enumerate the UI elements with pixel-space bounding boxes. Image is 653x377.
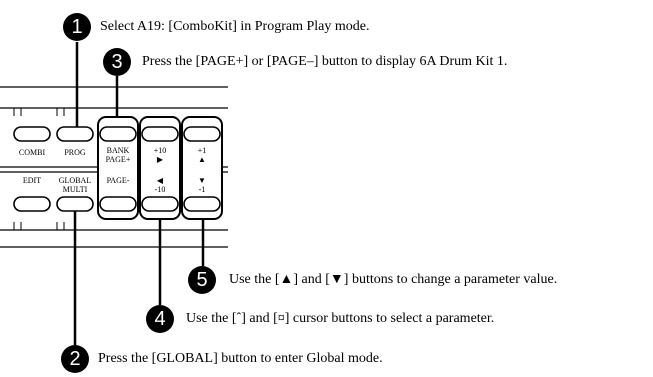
step-2-badge: 2: [61, 345, 89, 373]
up-arrow-icon: ▲: [198, 155, 206, 164]
combi-label: COMBI: [18, 148, 46, 157]
plus1-label: +1: [197, 146, 207, 155]
step-5-text: Use the [▲] and [▼] buttons to change a …: [229, 272, 558, 287]
multi-label: MULTI: [62, 185, 88, 194]
page-minus-button[interactable]: [99, 196, 137, 212]
page-plus-label: PAGE+: [105, 155, 131, 164]
step-3-text: Press the [PAGE+] or [PAGE–] button to d…: [142, 54, 508, 69]
step-1-text: Select A19: [ComboKit] in Program Play m…: [100, 19, 370, 34]
bank-label: BANK: [106, 146, 130, 155]
step-5-badge: 5: [188, 266, 216, 294]
step-4-badge: 4: [146, 305, 174, 333]
bank-page-plus-button[interactable]: [99, 126, 137, 142]
step-1-badge: 1: [63, 13, 91, 41]
step-2-text: Press the [GLOBAL] button to enter Globa…: [98, 351, 383, 366]
minus10-label: -10: [154, 185, 166, 194]
step-3-badge: 3: [103, 48, 131, 76]
prog-button[interactable]: [56, 126, 94, 142]
down-arrow-icon: ▼: [198, 176, 206, 185]
minus1-label: -1: [198, 185, 206, 194]
plus1-button[interactable]: [183, 126, 221, 142]
minus1-button[interactable]: [183, 196, 221, 212]
global-multi-button[interactable]: [56, 196, 94, 212]
left-arrow-icon: ◀: [156, 176, 164, 185]
plus10-label: +10: [153, 146, 167, 155]
global-label: GLOBAL: [58, 176, 92, 185]
minus10-button[interactable]: [141, 196, 179, 212]
plus10-button[interactable]: [141, 126, 179, 142]
right-arrow-icon: ▶: [156, 155, 164, 164]
edit-label: EDIT: [22, 176, 42, 185]
prog-label: PROG: [64, 148, 86, 157]
combi-button[interactable]: [13, 126, 51, 142]
edit-button[interactable]: [13, 196, 51, 212]
step-4-text: Use the [ˆ] and [¤] cursor buttons to se…: [186, 311, 495, 326]
page-minus-label: PAGE-: [106, 176, 130, 185]
